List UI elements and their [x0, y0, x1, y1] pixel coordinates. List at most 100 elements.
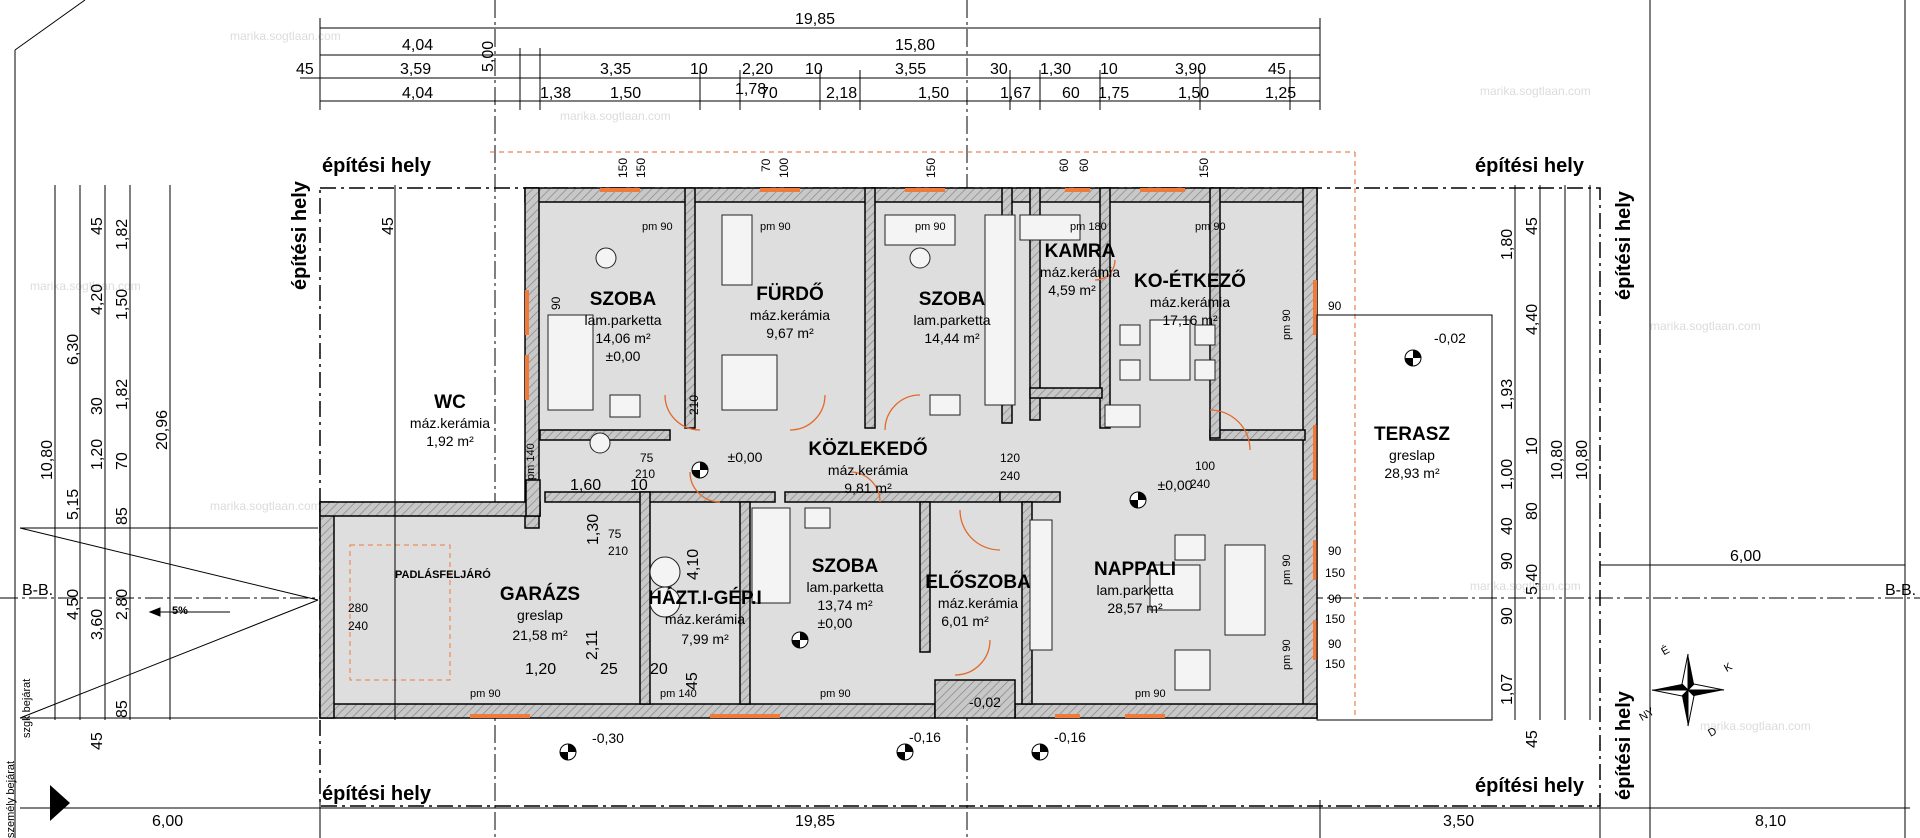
dim-label: 45	[89, 732, 106, 750]
dimension-labels-right: 1,80 45 4,40 1,93 10 1,00 80 40 90 5,40 …	[1499, 217, 1761, 748]
svg-text:HÁZT.I-GÉP.I: HÁZT.I-GÉP.I	[648, 587, 762, 609]
svg-text:90: 90	[1328, 299, 1342, 313]
dim-label: 1,93	[1499, 379, 1516, 410]
compass-west: NY	[1637, 706, 1657, 724]
svg-text:45: 45	[684, 672, 701, 690]
svg-text:9,67 m²: 9,67 m²	[766, 325, 814, 341]
section-labels: B-B. B-B. 5% szgk bejárat személy bejára…	[5, 568, 1916, 838]
opening-labels: 150 150 70 100 150 60 60 150 90 210 75 2…	[348, 158, 1345, 690]
svg-text:28,93 m²: 28,93 m²	[1384, 465, 1440, 481]
svg-text:NAPPALI: NAPPALI	[1094, 559, 1176, 580]
dim-label: 10	[1100, 61, 1118, 78]
svg-text:90: 90	[1328, 592, 1342, 606]
svg-text:13,74 m²: 13,74 m²	[817, 597, 873, 613]
dim-label: 4,04	[402, 37, 433, 54]
svg-text:máz.kerámia: máz.kerámia	[1040, 264, 1120, 280]
dim-label: 10	[805, 61, 823, 78]
dim-label: 1,50	[1178, 85, 1209, 102]
dim-label: 15,80	[895, 37, 935, 54]
svg-text:240: 240	[1190, 477, 1210, 491]
terrace-outline	[1316, 314, 1493, 721]
svg-text:1,30: 1,30	[585, 514, 602, 545]
svg-text:WC: WC	[434, 392, 466, 413]
dim-label: 1,50	[610, 85, 641, 102]
dim-label: 1,82	[114, 219, 131, 250]
dim-label: 1,00	[1499, 459, 1516, 490]
dimension-labels-top: 19,85 4,04 15,80 45 3,59 3,35 10 2,20 10…	[296, 11, 1296, 102]
building-zone-label: építési hely	[1475, 775, 1585, 797]
svg-text:KAMRA: KAMRA	[1045, 241, 1116, 262]
svg-text:pm 90: pm 90	[760, 221, 791, 233]
svg-text:7,99 m²: 7,99 m²	[681, 631, 729, 647]
driveway	[19, 527, 319, 719]
dimension-lines-left	[54, 185, 396, 720]
svg-text:90: 90	[549, 296, 563, 310]
svg-text:pm 90: pm 90	[1281, 554, 1293, 585]
dim-label: 1,50	[114, 289, 131, 320]
dim-label: 90	[1499, 552, 1516, 570]
level-marker-icon	[1404, 349, 1422, 367]
dim-label: 10,80	[1574, 440, 1591, 480]
svg-text:150: 150	[1325, 612, 1345, 626]
svg-text:greslap: greslap	[1389, 447, 1435, 463]
svg-text:21,58 m²: 21,58 m²	[512, 627, 568, 643]
svg-text:210: 210	[687, 395, 701, 415]
svg-text:14,44 m²: 14,44 m²	[924, 330, 980, 346]
svg-text:150: 150	[1325, 657, 1345, 671]
svg-text:±0,00: ±0,00	[1158, 477, 1193, 493]
svg-text:máz.kerámia: máz.kerámia	[1150, 294, 1230, 310]
building-zone-label: építési hely	[322, 783, 432, 805]
dim-label: 1,25	[1265, 85, 1296, 102]
svg-text:KÖZLEKEDŐ: KÖZLEKEDŐ	[808, 438, 927, 460]
furniture	[547, 214, 1266, 691]
building-zone-labels: építési hely építési hely építési hely é…	[289, 155, 1635, 805]
svg-text:pm 90: pm 90	[820, 688, 851, 700]
svg-text:210: 210	[635, 467, 655, 481]
svg-text:máz.kerámia: máz.kerámia	[828, 462, 908, 478]
level-marker-icon	[1031, 743, 1049, 761]
dimension-lines-bottom	[20, 800, 1910, 838]
dim-label: 1,75	[1098, 85, 1129, 102]
dim-label: 5,00	[480, 41, 497, 72]
svg-text:máz.kerámia: máz.kerámia	[410, 415, 490, 431]
dimension-labels-bottom: 6,00 19,85 3,50 8,10	[152, 813, 1786, 830]
dim-label: 10	[690, 61, 708, 78]
room-kamra: KAMRA máz.kerámia 4,59 m²	[1040, 241, 1120, 298]
dim-label: 3,60	[89, 609, 106, 640]
level-marker-icon	[559, 743, 577, 761]
slope-label: 5%	[172, 605, 188, 617]
dim-label: 3,59	[400, 61, 431, 78]
watermark: marika.sogtlaan.com	[1480, 84, 1591, 98]
svg-text:pm 90: pm 90	[1195, 221, 1226, 233]
svg-text:máz.kerámia: máz.kerámia	[938, 595, 1018, 611]
svg-text:20: 20	[650, 661, 668, 678]
svg-text:lam.parketta: lam.parketta	[584, 312, 661, 328]
window-labels: pm 90 pm 90 pm 90 pm 180 pm 90 pm 90 pm …	[470, 221, 1293, 700]
dim-label: 90	[1499, 607, 1516, 625]
dim-label: 1,80	[1499, 229, 1516, 260]
dim-label: 1,50	[918, 85, 949, 102]
watermark: marika.sogtlaan.com	[1650, 319, 1761, 333]
svg-text:-0,30: -0,30	[592, 730, 624, 746]
dimension-lines-top	[300, 18, 1321, 110]
section-label: B-B.	[1885, 582, 1916, 599]
dim-label: 1,82	[114, 379, 131, 410]
dim-label: 1,20	[89, 439, 106, 470]
room-labels: SZOBA lam.parketta 14,06 m² ±0,00 FÜRDŐ …	[410, 241, 1466, 746]
svg-text:70: 70	[759, 158, 773, 172]
dim-label: 2,18	[826, 85, 857, 102]
svg-text:pm 90: pm 90	[1135, 688, 1166, 700]
svg-text:210: 210	[608, 544, 628, 558]
dim-label: 1,38	[540, 85, 571, 102]
room-haztartasi-gepi: HÁZT.I-GÉP.I máz.kerámia 7,99 m²	[648, 587, 762, 647]
svg-text:150: 150	[634, 158, 648, 178]
level-marker-icon	[791, 631, 809, 649]
dim-label: 1,78	[735, 81, 766, 98]
svg-text:pm 140: pm 140	[660, 688, 697, 700]
svg-text:150: 150	[1325, 566, 1345, 580]
dim-label: 2,20	[742, 61, 773, 78]
dimension-labels-left: 10,80 20,96 6,30 5,15 4,50 3,60 45 45 1,…	[39, 217, 397, 750]
dim-label: 10,80	[1549, 440, 1566, 480]
svg-text:±0,00: ±0,00	[818, 615, 853, 631]
dim-label: 5,40	[1524, 564, 1541, 595]
